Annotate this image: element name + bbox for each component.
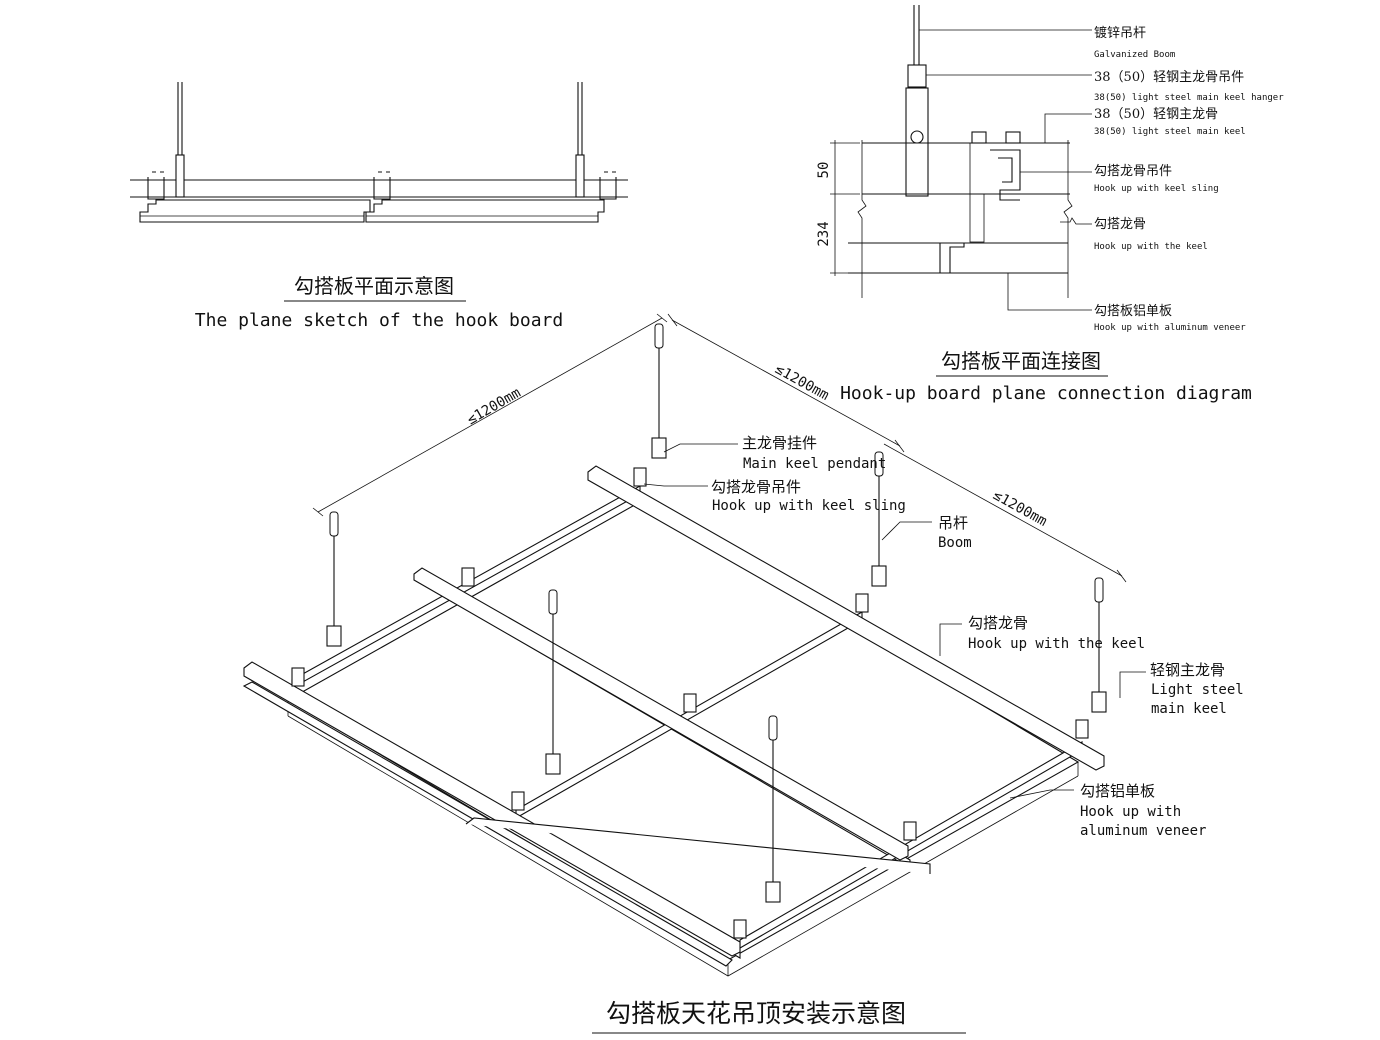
installation-drawing: [242, 313, 1146, 977]
label-veneer-en-2: aluminum veneer: [1080, 823, 1206, 839]
label-galvanized-boom-cn: 镀锌吊杆: [1094, 25, 1146, 41]
dim-left: ≤1200mm: [464, 385, 523, 428]
label-hook-keel-en: Hook up with the keel: [1094, 242, 1208, 252]
label-veneer-en: Hook up with aluminum veneer: [1094, 323, 1246, 333]
label-keel-hanger-cn: 38（50）轻钢主龙骨吊件: [1094, 70, 1244, 85]
label-keel-sling-cn: 勾搭龙骨吊件: [1094, 163, 1172, 179]
label-main-keel-en: 38(50) light steel main keel: [1094, 127, 1246, 137]
plane-sketch-drawing: [130, 82, 628, 223]
label-hook-keel-cn: 勾搭龙骨: [1094, 216, 1146, 232]
label-pendant-en: Main keel pendant: [743, 456, 886, 472]
label-galvanized-boom-en: Galvanized Boom: [1094, 50, 1175, 60]
label-keel-cn: 勾搭龙骨: [968, 614, 1028, 632]
label-main-keel-cn: 轻钢主龙骨: [1150, 661, 1225, 679]
plane-sketch-title-cn: 勾搭板平面示意图: [294, 274, 454, 298]
dim-middle: ≤1200mm: [772, 361, 831, 404]
label-sling-en: Hook up with keel sling: [712, 498, 906, 514]
main-title-cn: 勾搭板天花吊顶安装示意图: [606, 999, 906, 1028]
label-boom-cn: 吊杆: [938, 514, 968, 532]
label-keel-sling-en: Hook up with keel sling: [1094, 184, 1219, 194]
plane-sketch-title-en: The plane sketch of the hook board: [195, 310, 563, 331]
dim-50: 50: [816, 162, 832, 179]
label-veneer-cn: 勾搭铝单板: [1080, 782, 1155, 800]
label-pendant-cn: 主龙骨挂件: [742, 434, 817, 452]
label-keel-hanger-en: 38(50) light steel main keel hanger: [1094, 93, 1284, 103]
connection-title-cn: 勾搭板平面连接图: [941, 349, 1101, 373]
label-main-keel-en-2: main keel: [1151, 701, 1227, 717]
dim-right: ≤1200mm: [990, 487, 1049, 530]
label-veneer-cn: 勾搭板铝单板: [1094, 303, 1172, 319]
connection-drawing: [830, 5, 1092, 311]
label-veneer-en-1: Hook up with: [1080, 804, 1181, 820]
connection-title-en: Hook-up board plane connection diagram: [840, 383, 1252, 404]
label-main-keel-en-1: Light steel: [1151, 682, 1244, 698]
label-sling-cn: 勾搭龙骨吊件: [711, 478, 801, 496]
dim-234: 234: [816, 221, 832, 246]
label-boom-en: Boom: [938, 535, 972, 551]
label-main-keel-cn: 38（50）轻钢主龙骨: [1094, 107, 1218, 122]
label-keel-en: Hook up with the keel: [968, 636, 1145, 652]
